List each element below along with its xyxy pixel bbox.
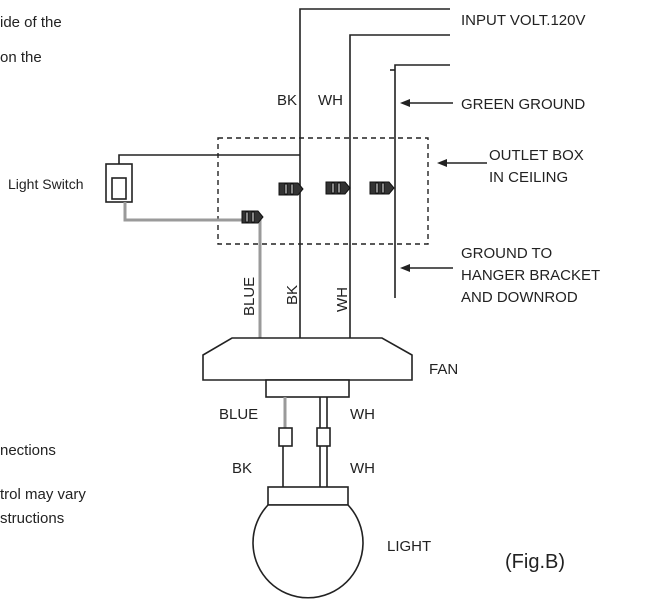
outlet-box (217, 137, 429, 245)
white-vertical-label: WH (334, 287, 351, 312)
left-text-line-1: ide of the (0, 14, 62, 31)
green-ground-label: GREEN GROUND (461, 96, 585, 113)
blue-vertical-label: BLUE (241, 277, 258, 316)
left-text-line-2: on the (0, 49, 42, 66)
white-wire-label: WH (318, 92, 343, 109)
black-wire-label: BK (277, 92, 297, 109)
green-ground-arrow (400, 99, 453, 107)
switch-output-wire (123, 202, 250, 222)
left-text-line-5: structions (0, 510, 64, 527)
light-connector-blue (278, 427, 293, 447)
light-label: LIGHT (387, 538, 431, 555)
fan-body (202, 337, 413, 381)
ground-bracket-arrow (400, 264, 453, 272)
fan-switch-housing (265, 379, 350, 398)
green-ground-wire (394, 64, 450, 298)
fan-label: FAN (429, 361, 458, 378)
light-switch-toggle (111, 177, 127, 200)
ground-label-line-3: AND DOWNROD (461, 289, 578, 306)
wire-nut-white (325, 181, 351, 195)
blue-lower-label: BLUE (219, 406, 258, 423)
light-connector-white (316, 427, 331, 447)
outlet-box-arrow (437, 159, 487, 167)
outlet-box-label-line-2: IN CEILING (489, 169, 568, 186)
black-vertical-label: BK (284, 285, 301, 305)
white-lower-label-2: WH (350, 460, 375, 477)
wire-nut-blue (241, 210, 264, 224)
light-globe (252, 504, 364, 599)
switch-input-wire (118, 154, 300, 164)
white-lower-label-1: WH (350, 406, 375, 423)
left-text-line-3: nections (0, 442, 56, 459)
white-input-wire (349, 34, 450, 338)
black-input-wire (299, 8, 450, 338)
input-voltage-label: INPUT VOLT.120V (461, 12, 586, 29)
wire-nut-ground (369, 181, 395, 195)
outlet-box-label-line-1: OUTLET BOX (489, 147, 584, 164)
light-switch-label: Light Switch (8, 176, 83, 192)
black-lower-label: BK (232, 460, 252, 477)
left-text-line-4: trol may vary (0, 486, 86, 503)
figure-label: (Fig.B) (505, 551, 565, 573)
light-fitter (267, 486, 349, 506)
ground-label-line-2: HANGER BRACKET (461, 267, 600, 284)
ground-label-line-1: GROUND TO (461, 245, 552, 262)
wire-nut-black (278, 182, 304, 196)
